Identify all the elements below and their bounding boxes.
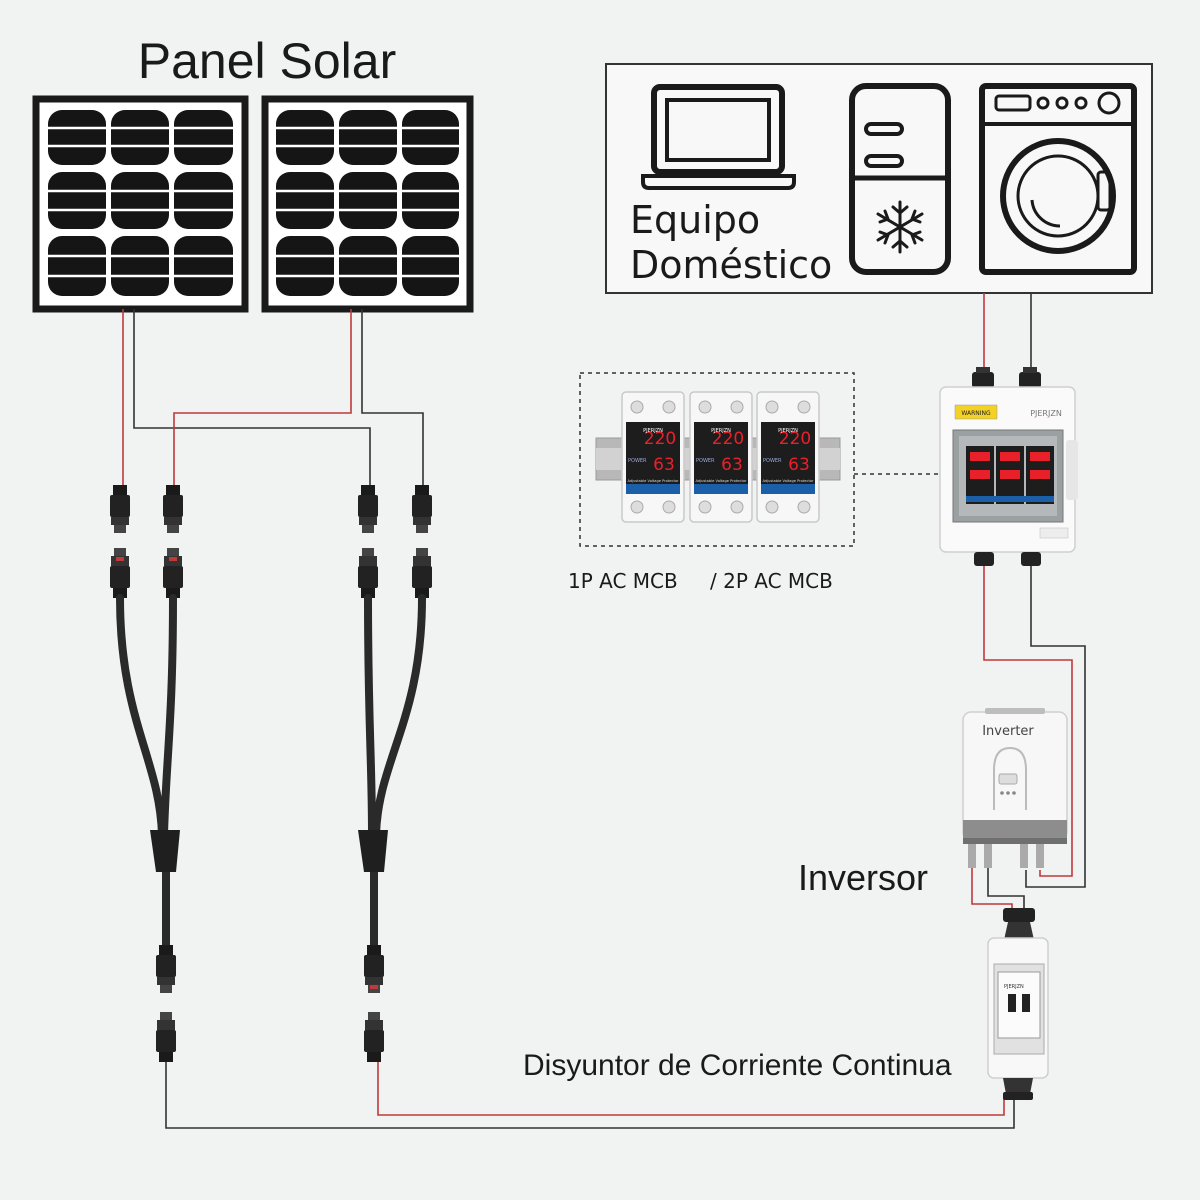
- breaker-module-3: 220 63 POWER PJERJZN Adjustable Voltage …: [756, 391, 820, 523]
- breaker-display-bottom: 63: [653, 455, 675, 475]
- ac-load-wires: [983, 293, 1032, 372]
- mc4-connectors-upper: [110, 485, 432, 598]
- inverter-device: Inverter: [962, 708, 1068, 868]
- breaker-display-bottom: 63: [788, 455, 810, 475]
- breaker-power-label: POWER: [696, 458, 715, 464]
- solar-panel-left: [32, 95, 249, 313]
- distribution-box-brand: PJERJZN: [1030, 409, 1062, 418]
- panel-solar-title: Panel Solar: [138, 33, 397, 89]
- breaker-module-1: 220 63 POWER PJERJZN Adjustable Voltage …: [621, 391, 685, 523]
- breaker-display-bottom: 63: [721, 455, 743, 475]
- dc-bus-wires: [165, 1062, 1015, 1129]
- dc-breaker-brand: PJERJZN: [1004, 984, 1024, 990]
- distribution-box-warning: WARNING: [961, 410, 991, 417]
- mc4-connectors-lower: [156, 945, 384, 1062]
- distribution-box: WARNING PJERJZN: [939, 367, 1078, 566]
- washing-machine-icon: [979, 83, 1137, 275]
- solar-panel-right: [261, 95, 474, 313]
- breaker-brand: PJERJZN: [778, 428, 798, 434]
- breaker-display-top: 220: [712, 429, 744, 449]
- breaker-module-2: 220 63 POWER PJERJZN Adjustable Voltage …: [689, 391, 753, 523]
- inverter-dc-wires: [971, 868, 1025, 912]
- household-label-line1: Equipo: [630, 198, 760, 242]
- dc-breaker-caption: Disyuntor de Corriente Continua: [523, 1049, 952, 1082]
- refrigerator-icon: [849, 83, 951, 275]
- breaker-display-top: 220: [644, 429, 676, 449]
- breaker-caption: Adjustable Voltage Protector: [695, 479, 747, 483]
- dc-breaker-box: PJERJZN: [987, 908, 1049, 1100]
- breaker-caption: Adjustable Voltage Protector: [762, 479, 814, 483]
- laptop-icon: [641, 84, 796, 190]
- breaker-display-top: 220: [779, 429, 811, 449]
- breaker-power-label: POWER: [628, 458, 647, 464]
- y-branch-cables: [116, 594, 426, 949]
- y-branch-junctions: [150, 830, 388, 872]
- breaker-brand: PJERJZN: [643, 428, 663, 434]
- inverter-device-label: Inverter: [982, 724, 1034, 739]
- mcb-label-2p: / 2P AC MCB: [710, 569, 833, 593]
- snowflake-icon: [876, 200, 924, 254]
- panel-wires: [122, 309, 424, 485]
- breaker-brand: PJERJZN: [711, 428, 731, 434]
- breaker-power-label: POWER: [763, 458, 782, 464]
- breaker-caption: Adjustable Voltage Protector: [627, 479, 679, 483]
- household-label-line2: Doméstico: [630, 243, 832, 287]
- inverter-caption: Inversor: [798, 857, 928, 898]
- inverter-ac-wires: [983, 566, 1086, 888]
- mcb-label-1p: 1P AC MCB: [568, 569, 678, 593]
